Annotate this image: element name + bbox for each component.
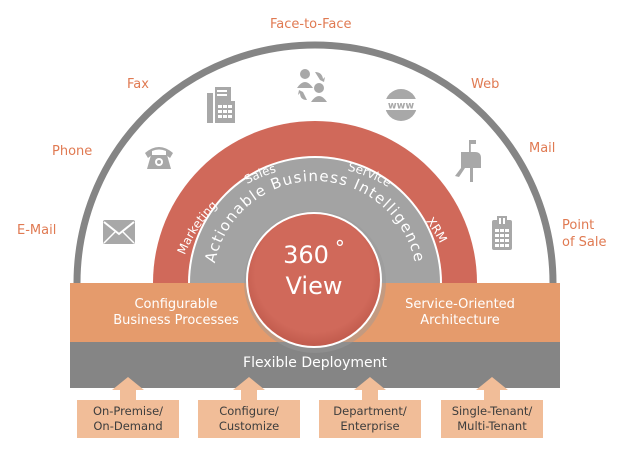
www-globe-icon: www	[384, 89, 418, 121]
channel-label-face-to-face: Face-to-Face	[270, 17, 352, 32]
option-label: Department/ Enterprise	[333, 404, 407, 433]
outer-channel-arc	[73, 41, 557, 284]
svg-text:www: www	[388, 101, 415, 112]
center-circle	[246, 212, 382, 348]
people-exchange-icon	[297, 69, 327, 102]
center-title-number: 360	[283, 241, 329, 269]
arrow-up-icon	[112, 377, 144, 400]
arrow-up-icon	[476, 377, 508, 400]
envelope-icon	[103, 220, 135, 244]
deployment-band	[70, 342, 560, 388]
option-single-multi-tenant: Single-Tenant/ Multi-Tenant	[441, 400, 543, 438]
channel-label-fax: Fax	[127, 77, 149, 92]
fax-icon	[207, 87, 235, 123]
channel-label-web: Web	[471, 77, 500, 92]
arrow-up-icon	[233, 377, 265, 400]
pos-label-line2: of Sale	[562, 235, 607, 250]
option-on-premise-on-demand: On-Premise/ On-Demand	[77, 400, 179, 438]
service-oriented-architecture: Service-Oriented Architecture	[405, 297, 515, 328]
pos-terminal-icon	[492, 216, 512, 250]
telephone-icon	[145, 147, 173, 169]
pos-label-line1: Point	[562, 218, 595, 233]
deployment-arrows	[112, 377, 508, 400]
degree-symbol: °	[334, 236, 345, 260]
option-configure-customize: Configure/ Customize	[198, 400, 300, 438]
center-title: 360° View	[247, 236, 381, 301]
channel-label-phone: Phone	[52, 144, 93, 159]
option-label: On-Premise/ On-Demand	[92, 404, 164, 433]
arrow-up-icon	[354, 377, 386, 400]
channel-label-point-of-sale: Point of Sale	[562, 217, 607, 251]
channel-label-email: E-Mail	[17, 223, 57, 238]
configurable-business-processes: Configurable Business Processes	[113, 297, 239, 328]
mailbox-icon	[455, 140, 481, 182]
flexible-deployment-label: Flexible Deployment	[243, 355, 387, 371]
option-label: Single-Tenant/ Multi-Tenant	[451, 404, 533, 433]
option-label: Configure/ Customize	[218, 404, 280, 433]
center-title-view: View	[285, 272, 343, 300]
channel-label-mail: Mail	[529, 141, 556, 156]
option-department-enterprise: Department/ Enterprise	[319, 400, 421, 438]
